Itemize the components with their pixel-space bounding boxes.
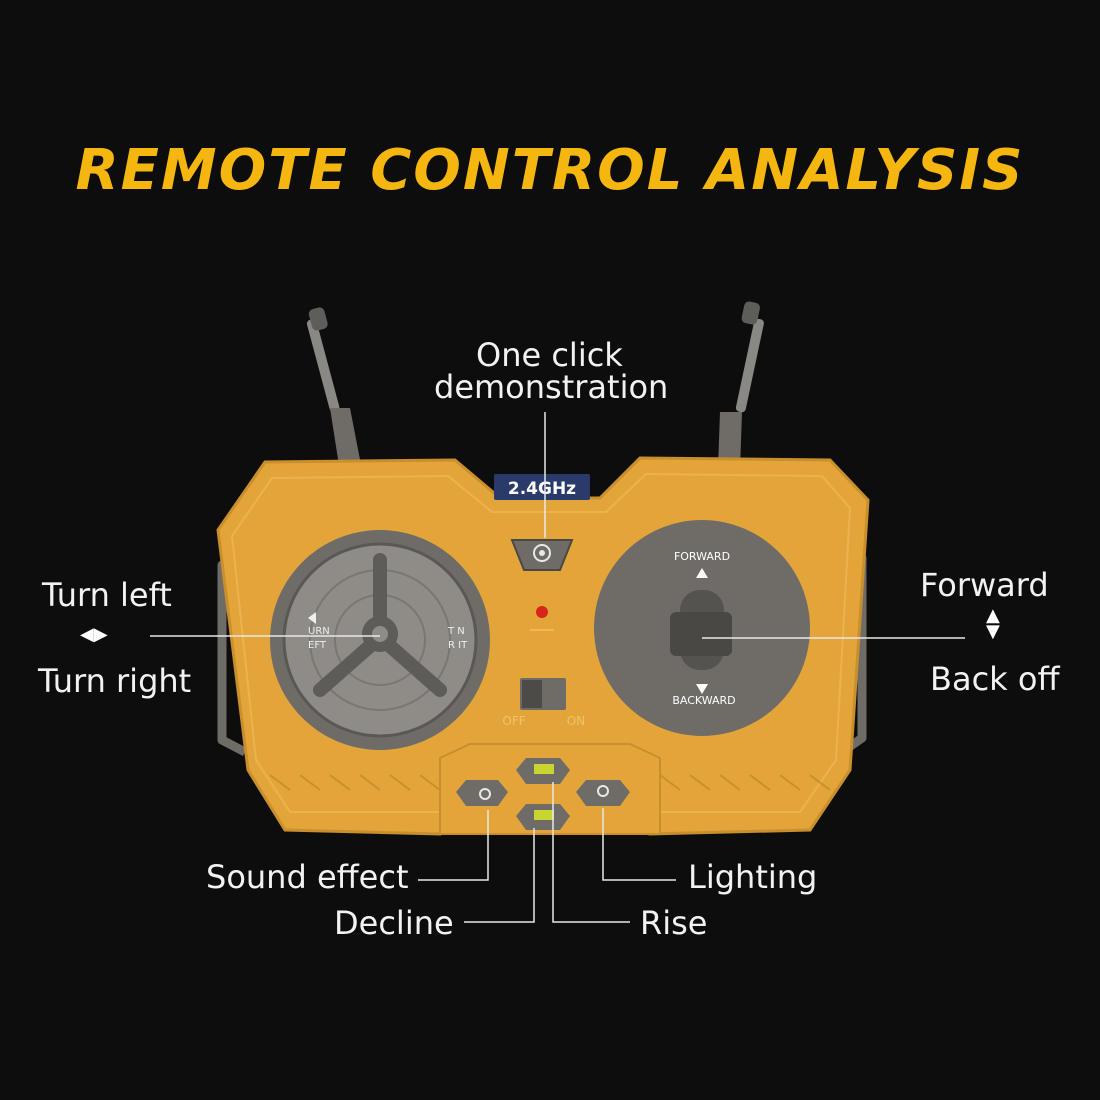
demo-label-line2: demonstration [434, 368, 669, 406]
sound-button[interactable] [456, 780, 508, 806]
right-antenna [718, 301, 764, 470]
throttle-dial[interactable]: FORWARD BACKWARD [594, 520, 810, 736]
lighting-button[interactable] [576, 780, 630, 806]
forward-print: FORWARD [674, 550, 730, 563]
callout-lines [150, 412, 965, 923]
demo-label-line1: One click [476, 336, 623, 374]
throttle-stick[interactable] [670, 612, 732, 656]
excavator-down-icon [534, 810, 554, 820]
forward-label: Forward [920, 566, 1049, 604]
gear-icon [533, 544, 551, 562]
power-led [536, 606, 548, 618]
turn-left-label: Turn left [42, 576, 172, 614]
backward-print: BACKWARD [672, 694, 735, 707]
up-down-arrows-icon: ▲▼ [986, 605, 1000, 642]
back-off-label: Back off [930, 660, 1060, 698]
svg-text:EFT: EFT [308, 640, 327, 651]
sound-effect-label: Sound effect [206, 858, 409, 896]
frequency-badge-text: 2.4GHz [508, 479, 576, 499]
svg-text:R IT: R IT [448, 640, 468, 651]
decline-button[interactable] [516, 804, 570, 830]
lighting-label: Lighting [688, 858, 818, 896]
turn-right-print: T N [447, 626, 465, 637]
turn-right-label: Turn right [38, 662, 192, 700]
rise-label: Rise [640, 904, 708, 942]
frequency-badge [494, 474, 590, 500]
tread-pattern [269, 774, 831, 791]
steering-dial[interactable]: URN EFT T N R IT [270, 530, 490, 750]
excavator-up-icon [534, 764, 554, 774]
left-right-arrows-icon: ◀▶ [80, 624, 108, 645]
bulb-icon [597, 785, 609, 797]
decline-label: Decline [334, 904, 454, 942]
switch-on-label: ON [567, 714, 585, 728]
page-title: REMOTE CONTROL ANALYSIS [75, 138, 1025, 203]
sound-icon [479, 788, 491, 800]
left-antenna [306, 307, 362, 472]
rise-button[interactable] [516, 758, 570, 784]
switch-off-label: OFF [502, 714, 525, 728]
turn-left-print: URN [308, 626, 330, 637]
